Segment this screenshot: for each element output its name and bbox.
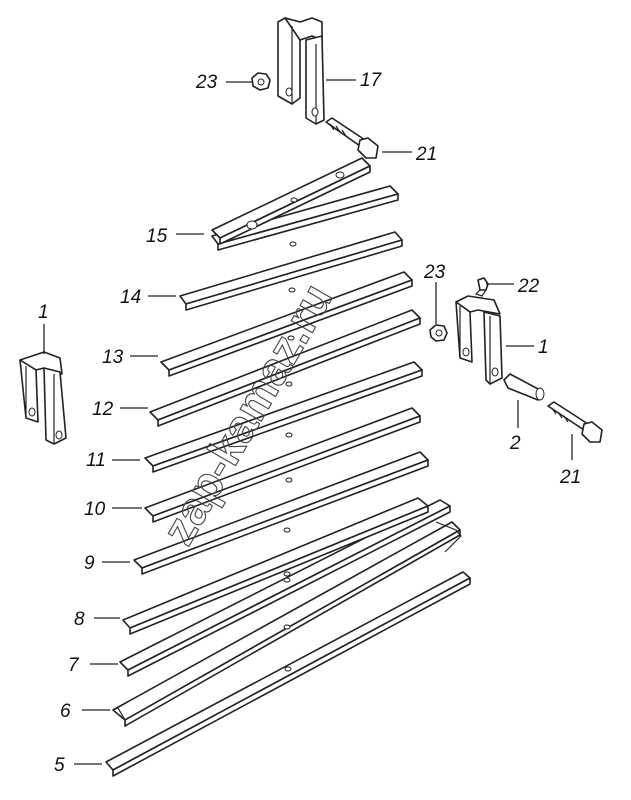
leaf-14: [179, 231, 403, 311]
callout-14: 14: [120, 287, 141, 308]
callout-15: 15: [146, 226, 168, 247]
callout-22: 22: [517, 276, 540, 297]
clamp-1-right: [455, 295, 503, 385]
leaf-10: [144, 407, 421, 523]
leaf-top: [211, 157, 371, 245]
leaf-8: [122, 497, 462, 635]
callout-7: 7: [68, 655, 80, 676]
callout-9: 9: [84, 553, 95, 574]
leaf-11: [144, 361, 423, 473]
callout-13: 13: [102, 347, 124, 368]
leader-lines: [43, 79, 573, 765]
nut-23-right: [429, 324, 448, 342]
callout-23-top: 23: [195, 72, 218, 93]
bolt-21-right: [547, 401, 603, 443]
callout-21-right: 21: [559, 467, 581, 488]
leaf-12: [149, 309, 421, 427]
nut-23-top: [251, 72, 271, 91]
fitting-22: [474, 277, 489, 297]
callout-11: 11: [86, 450, 106, 471]
bolt-21-top: [325, 117, 379, 159]
callout-1-left: 1: [38, 302, 49, 323]
callout-1-right: 1: [538, 337, 549, 358]
callout-5: 5: [54, 755, 65, 776]
callout-21-top: 21: [415, 144, 437, 165]
leaf-15: [211, 185, 399, 251]
leaf-13: [160, 271, 413, 377]
callout-12: 12: [92, 399, 114, 420]
callout-23-right: 23: [423, 262, 446, 283]
callout-6: 6: [60, 701, 71, 722]
leaf-6: [112, 521, 461, 727]
callout-10: 10: [84, 499, 106, 520]
leaf-7: [119, 499, 451, 677]
callouts: 23 17 21 15 14 23 22 1 1 13 12 2 11 10 2…: [38, 70, 581, 776]
clamp-17: [277, 17, 325, 125]
leaf-5: [105, 571, 471, 777]
clamp-1-left: [19, 351, 67, 445]
pin-2: [503, 373, 545, 401]
callout-8: 8: [74, 609, 85, 630]
callout-17: 17: [360, 70, 383, 91]
callout-2: 2: [509, 433, 521, 454]
leaf-9: [133, 451, 429, 575]
